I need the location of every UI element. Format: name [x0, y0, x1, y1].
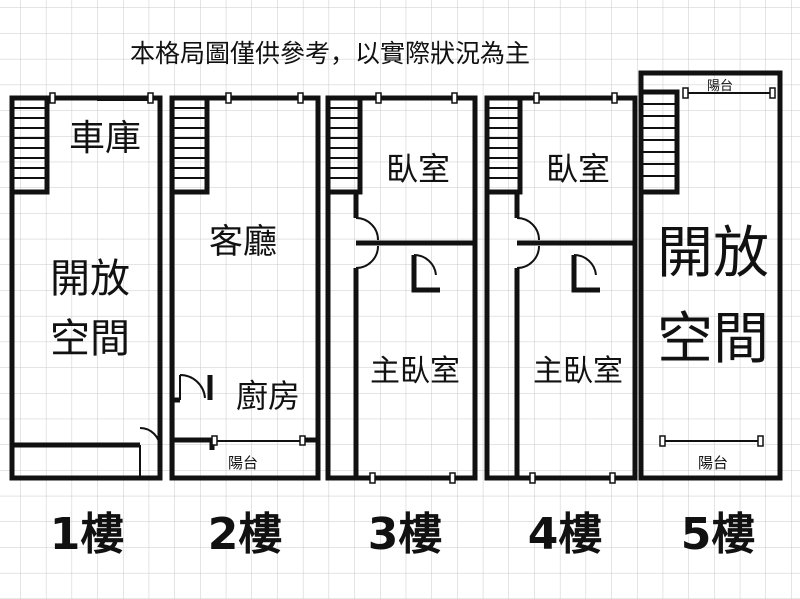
floor-2-plan: 客廳 廚房 陽台 [169, 92, 321, 481]
room-bedroom: 臥室 [546, 150, 610, 188]
room-garage: 車庫 [69, 118, 141, 159]
room-open-space-line2: 空間 [50, 316, 130, 362]
floor-label-1: 1樓 [50, 509, 125, 560]
floor-label-4: 4樓 [528, 509, 603, 560]
stairs-icon [325, 95, 363, 195]
window-icon [529, 92, 618, 484]
stairs-icon [484, 95, 523, 195]
door-icon [139, 427, 161, 478]
room-balcony: 陽台 [228, 454, 258, 472]
room-bedroom: 臥室 [386, 150, 450, 188]
room-balcony-bottom: 陽台 [698, 454, 728, 472]
disclaimer-title: 本格局圖僅供參考，以實際狀況為主 [130, 39, 530, 68]
door-icon [355, 217, 437, 276]
window-icon [211, 435, 306, 446]
room-open-space-line2: 空間 [657, 307, 769, 372]
window-icon [659, 87, 776, 447]
room-master-bedroom: 主臥室 [370, 354, 460, 389]
floor-1-plan: 車庫 開放 空間 [9, 92, 163, 481]
room-balcony-top: 陽台 [707, 79, 733, 94]
window-icon [49, 92, 154, 104]
window-icon [225, 92, 304, 104]
stairs-icon [9, 95, 50, 195]
stairs-icon [638, 89, 680, 195]
stairs-icon [169, 95, 210, 195]
floor-label-3: 3樓 [368, 509, 443, 560]
room-living: 客廳 [209, 222, 277, 262]
door-icon [516, 217, 597, 276]
window-icon [369, 92, 458, 484]
floor-label-5: 5樓 [681, 509, 756, 560]
floor-3-plan: 臥室 主臥室 [325, 92, 478, 484]
floor-5-plan: 陽台 開放 空間 陽台 [638, 70, 783, 481]
floor-4-plan: 臥室 主臥室 [484, 92, 638, 484]
floor-label-2: 2樓 [208, 509, 283, 560]
room-kitchen: 廚房 [236, 377, 300, 415]
room-open-space-line1: 開放 [657, 221, 769, 286]
room-master-bedroom: 主臥室 [533, 354, 623, 389]
door-icon [179, 373, 206, 400]
room-open-space-line1: 開放 [50, 256, 130, 302]
